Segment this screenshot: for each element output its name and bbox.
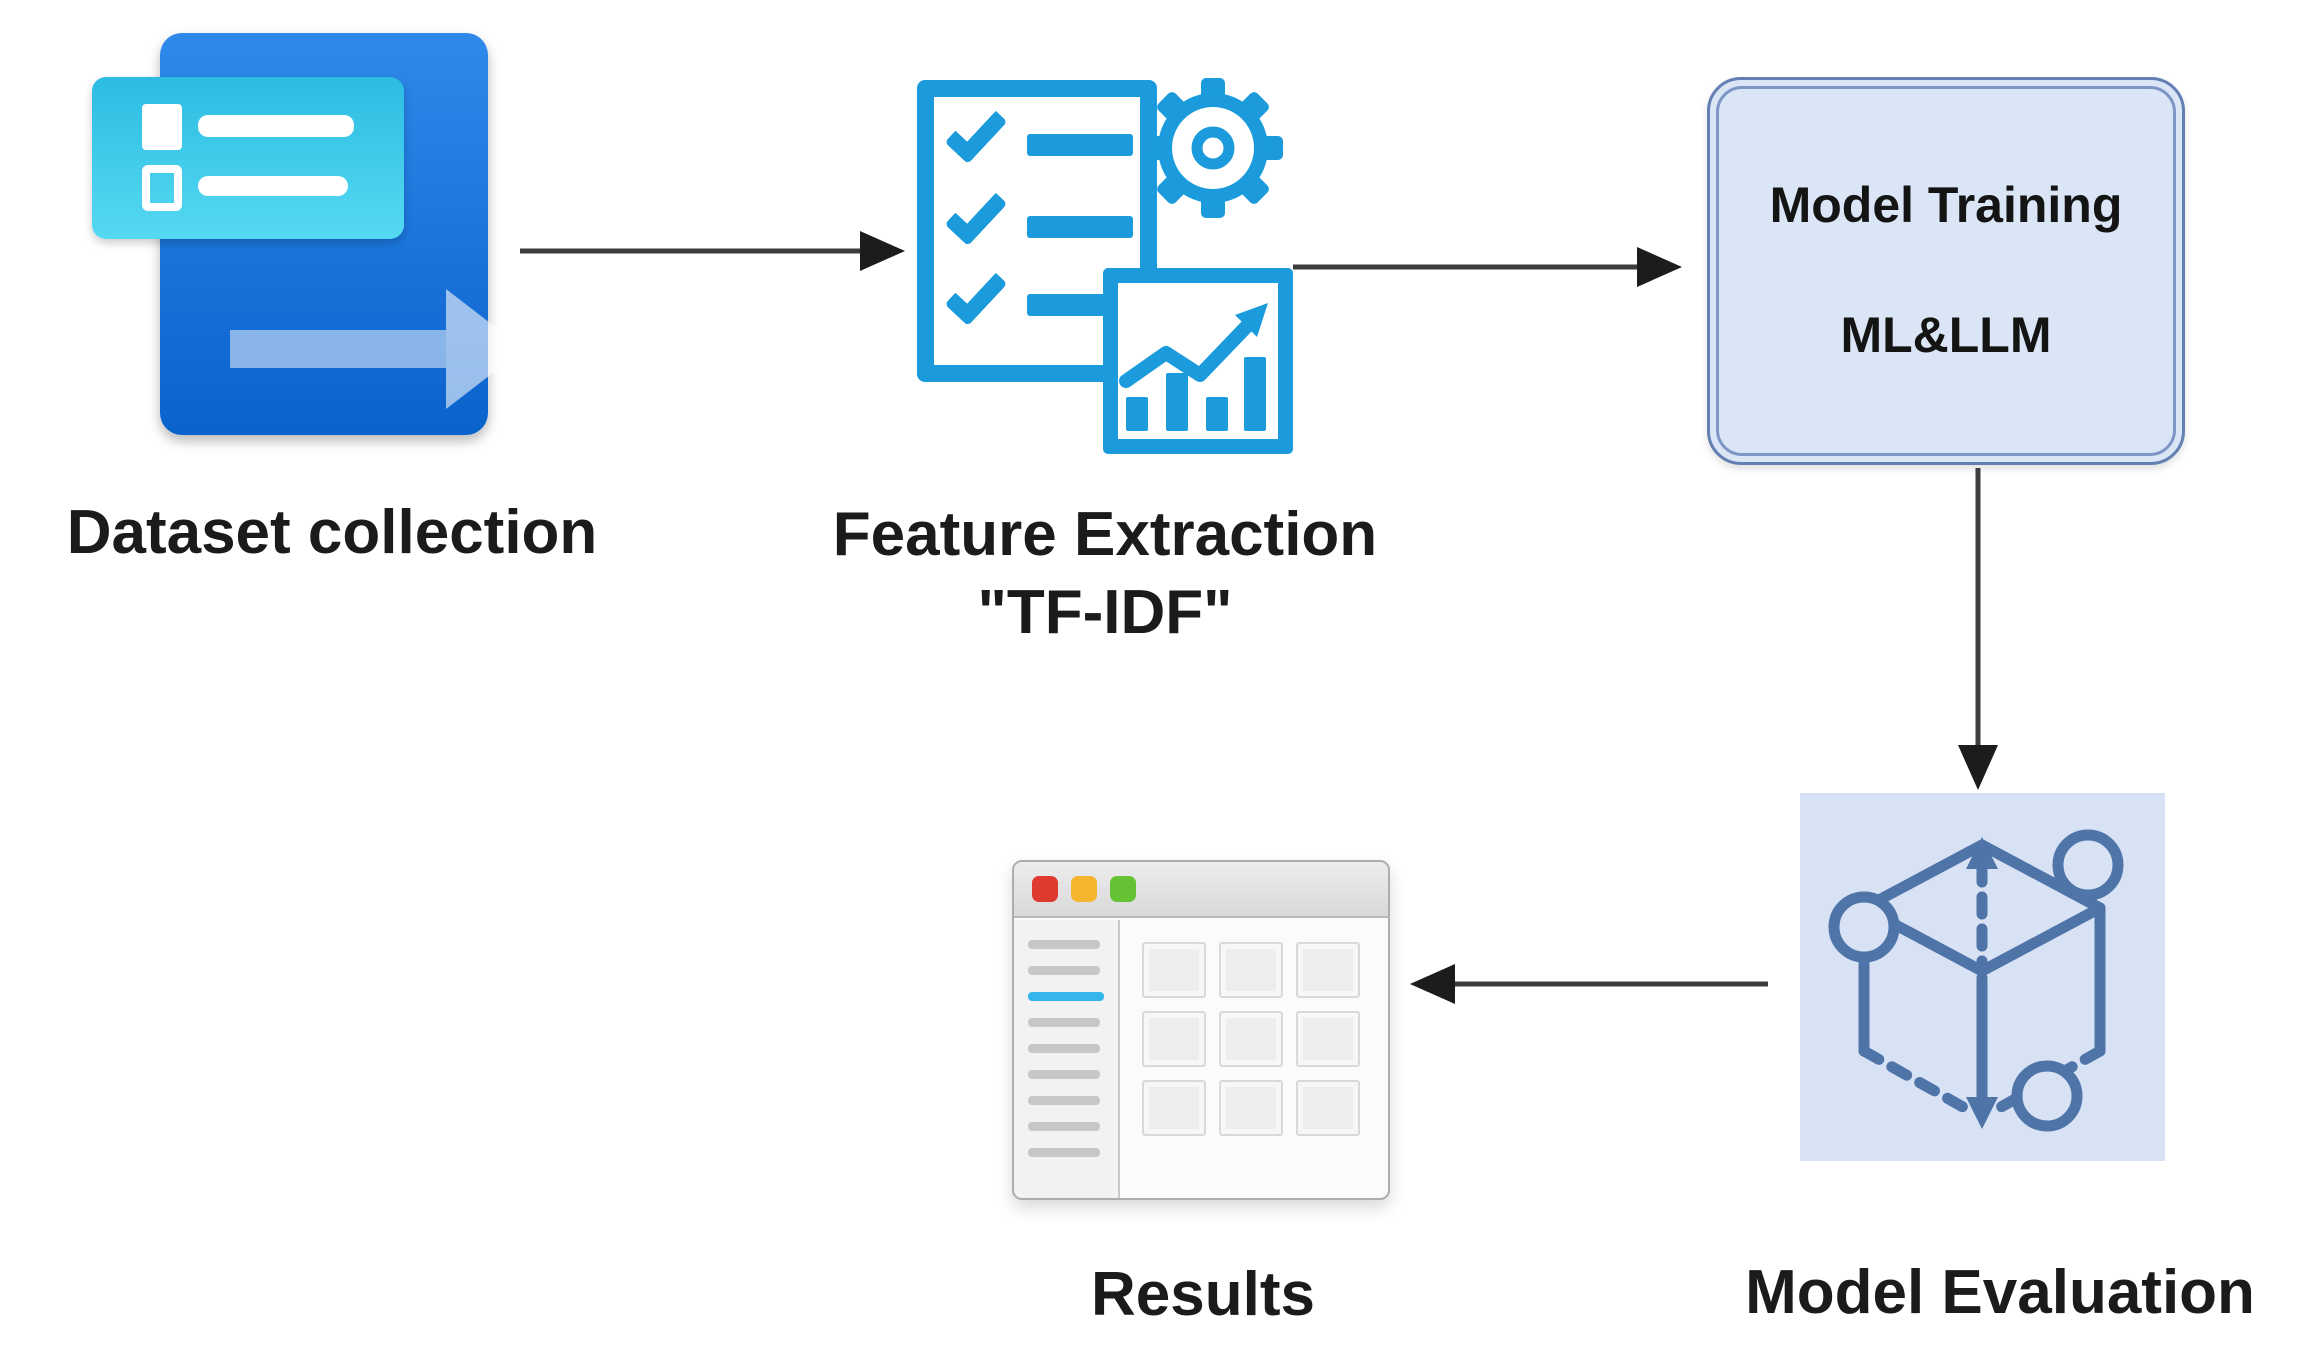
- checked-item-square: [142, 104, 182, 150]
- unchecked-item-square: [142, 165, 182, 211]
- list-line: [1027, 134, 1133, 156]
- grid-cell: [1142, 1080, 1206, 1136]
- sidebar-line: [1028, 1096, 1100, 1105]
- grid-cell: [1142, 942, 1206, 998]
- node-circle: [2011, 1060, 2083, 1132]
- grid-cell: [1296, 1080, 1360, 1136]
- tfidf-sublabel: "TF-IDF": [977, 578, 1233, 647]
- zoom-button-icon: [1110, 876, 1136, 902]
- window-titlebar: [1014, 862, 1388, 918]
- grid-cell: [1142, 1011, 1206, 1067]
- close-button-icon: [1032, 876, 1058, 902]
- export-arrow-band: [230, 330, 446, 368]
- list-card-icon: [92, 77, 404, 239]
- results-label: Results: [1091, 1260, 1315, 1329]
- results-window-icon: [1012, 860, 1390, 1200]
- gear-icon: [1143, 78, 1283, 218]
- grid-cell: [1219, 1080, 1283, 1136]
- dataset-collection-label: Dataset collection: [66, 498, 598, 567]
- window-content: [1120, 920, 1388, 1198]
- sidebar-line: [1028, 1122, 1100, 1131]
- model-training-title: Model Training: [1769, 177, 2123, 233]
- feature-extraction-icon: [905, 70, 1305, 460]
- sidebar-line: [1028, 966, 1100, 975]
- window-body: [1014, 920, 1388, 1198]
- model-training-subtitle: ML&LLM: [1840, 307, 2052, 363]
- list-line: [198, 115, 354, 137]
- export-arrow-head-icon: [446, 289, 524, 409]
- node-circle: [2052, 829, 2124, 901]
- model-evaluation-icon: [1800, 793, 2165, 1161]
- list-line: [198, 176, 348, 196]
- sidebar-line: [1028, 1018, 1100, 1027]
- node-circle: [1828, 891, 1900, 963]
- model-training-box: Model Training ML&LLM: [1707, 77, 2185, 465]
- dataset-collection-icon: [92, 20, 524, 440]
- cube-network-icon: [1828, 829, 2124, 1132]
- grid-cell: [1219, 1011, 1283, 1067]
- content-grid: [1142, 942, 1388, 1136]
- sidebar-line: [1028, 1070, 1100, 1079]
- grid-cell: [1296, 942, 1360, 998]
- list-line: [1027, 294, 1111, 316]
- sidebar-line: [1028, 1044, 1100, 1053]
- minimize-button-icon: [1071, 876, 1097, 902]
- list-line: [1027, 216, 1133, 238]
- grid-cell: [1296, 1011, 1360, 1067]
- model-evaluation-label: Model Evaluation: [1745, 1258, 2255, 1327]
- grid-cell: [1219, 942, 1283, 998]
- window-sidebar: [1014, 920, 1120, 1198]
- feature-extraction-label: Feature Extraction "TF-IDF": [785, 496, 1425, 652]
- sidebar-line: [1028, 1148, 1100, 1157]
- sidebar-line: [1028, 940, 1100, 949]
- sidebar-line-selected: [1028, 992, 1104, 1001]
- bar-chart-icon: [1103, 268, 1293, 454]
- feature-extraction-title: Feature Extraction: [832, 500, 1378, 569]
- model-training-inner-border: [1716, 86, 2176, 456]
